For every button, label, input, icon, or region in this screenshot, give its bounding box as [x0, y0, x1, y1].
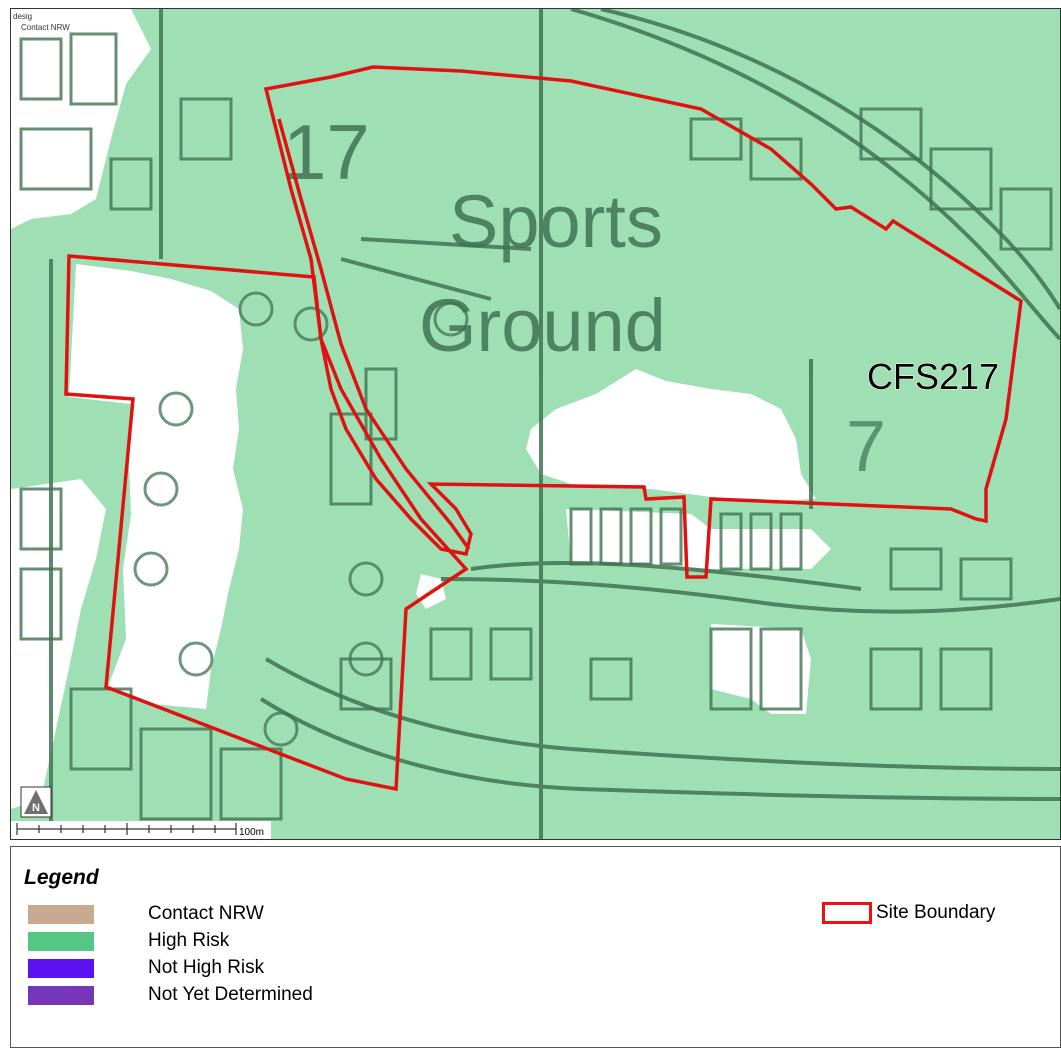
legend-item-high-risk: High Risk — [28, 929, 229, 953]
legend-panel — [10, 846, 1061, 1048]
legend-item-contact-nrw: Contact NRW — [28, 902, 264, 926]
road-number-label-2: 7 — [846, 407, 886, 487]
legend-item-not-yet-determined: Not Yet Determined — [28, 983, 313, 1007]
legend-swatch — [28, 958, 94, 978]
tree-symbols — [133, 291, 469, 747]
map-canvas[interactable]: 17 Sports Ground 7 desig Contact NRW CFS… — [10, 8, 1061, 840]
corner-note-line-1: desig — [13, 12, 32, 21]
legend-item-label: High Risk — [148, 930, 230, 951]
legend-item-site-boundary: Site Boundary — [822, 902, 995, 924]
legend-title: Legend — [24, 866, 99, 889]
legend-swatch — [28, 931, 94, 951]
north-arrow-icon: N — [20, 786, 52, 818]
svg-text:N: N — [32, 802, 40, 814]
site-id-label: CFS217 — [867, 356, 999, 397]
legend-item-label: Not Yet Determined — [148, 984, 313, 1005]
site-boundary-swatch — [822, 902, 872, 924]
site-boundary[interactable] — [64, 65, 1023, 792]
scale-label: 100m — [239, 827, 264, 838]
place-name-line-2: Ground — [419, 284, 666, 367]
base-map-lines — [49, 9, 1060, 839]
place-name-line-1: Sports — [449, 180, 663, 263]
legend-item-label: Contact NRW — [148, 903, 264, 924]
corner-note-line-2: Contact NRW — [21, 23, 70, 32]
legend-swatch — [28, 904, 94, 924]
legend-item-not-high-risk: Not High Risk — [28, 956, 264, 980]
scale-bar: 100m — [11, 821, 271, 839]
map-svg: 17 Sports Ground 7 desig Contact NRW CFS… — [11, 9, 1060, 839]
legend-swatch — [28, 985, 94, 1005]
site-boundary-label: Site Boundary — [876, 902, 996, 923]
legend-item-label: Not High Risk — [148, 957, 265, 978]
